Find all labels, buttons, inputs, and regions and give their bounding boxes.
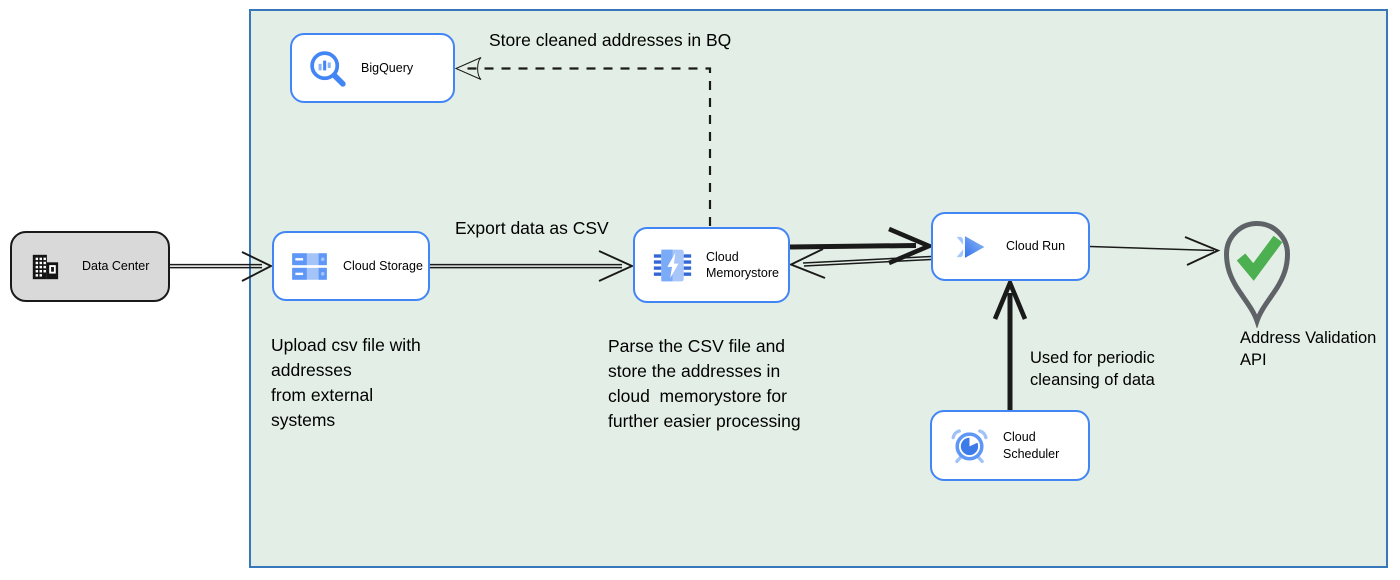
node-bigquery[interactable]: BigQuery xyxy=(290,33,455,103)
pin-checkmark-icon[interactable] xyxy=(1220,208,1294,328)
node-label: Cloud Memorystore xyxy=(706,249,779,280)
node-label: BigQuery xyxy=(361,60,414,75)
edge-label-export-csv: Export data as CSV xyxy=(455,218,609,238)
building-icon xyxy=(32,254,59,279)
note-parse-csv: Parse the CSV file and store the address… xyxy=(608,336,801,431)
edge-label-store-bq: Store cleaned addresses in BQ xyxy=(489,30,732,50)
node-cloud-memorystore[interactable]: Cloud Memorystore xyxy=(633,227,790,303)
run-chevron-icon xyxy=(956,232,989,261)
node-label: Cloud Storage xyxy=(343,258,423,273)
label-address-validation-api: Address Validation API xyxy=(1240,329,1377,369)
node-label: Data Center xyxy=(82,259,150,274)
node-cloud-scheduler[interactable]: Cloud Scheduler xyxy=(930,410,1090,481)
note-periodic-cleansing: Used for periodic cleansing of data xyxy=(1030,349,1155,389)
storage-buckets-icon xyxy=(292,252,327,280)
node-cloud-run[interactable]: Cloud Run xyxy=(931,212,1090,281)
node-cloud-storage[interactable]: Cloud Storage xyxy=(272,231,430,301)
bigquery-magnifier-chart-icon xyxy=(310,50,346,87)
memory-chip-bolt-icon xyxy=(653,249,692,281)
node-label: Cloud Run xyxy=(1006,239,1066,254)
node-data-center[interactable]: Data Center xyxy=(10,231,170,302)
alarm-clock-icon xyxy=(951,429,988,464)
node-label: Cloud Scheduler xyxy=(1003,430,1060,461)
note-upload-csv: Upload csv file with addresses from exte… xyxy=(271,335,421,430)
